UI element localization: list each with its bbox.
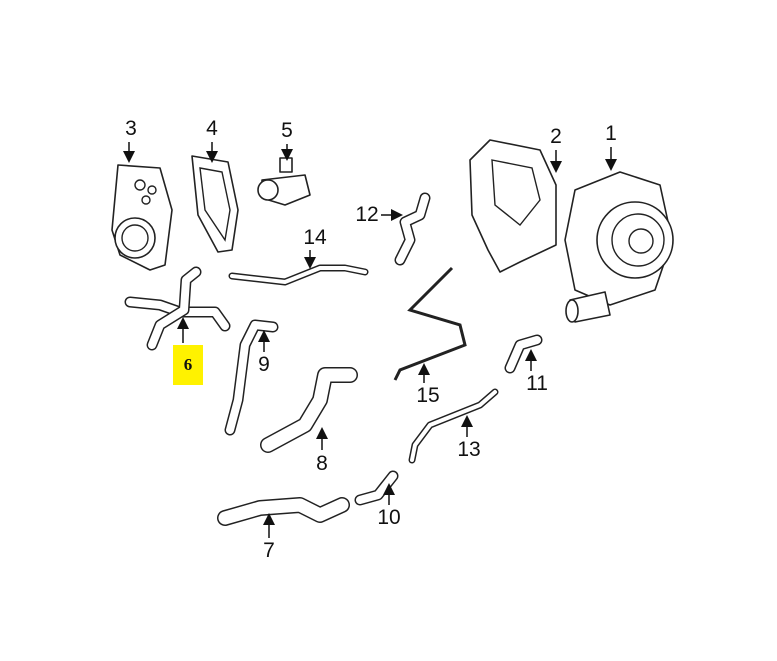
callout-4[interactable]: 4 [206, 117, 218, 140]
callout-10[interactable]: 10 [377, 506, 401, 529]
callout-2[interactable]: 2 [550, 125, 562, 148]
part-11-hose[interactable] [504, 334, 543, 374]
part-15-pipe[interactable] [393, 266, 467, 381]
part-10-hose[interactable] [354, 470, 399, 506]
callout-5[interactable]: 5 [281, 119, 293, 142]
callout-15[interactable]: 15 [416, 384, 440, 407]
part-3-housing[interactable] [111, 164, 173, 271]
part-14-pipe[interactable] [228, 264, 369, 286]
part-1-water-pump[interactable] [564, 171, 674, 323]
part-13-pipe[interactable] [408, 388, 499, 464]
callout-arrows [123, 142, 617, 538]
callout-6-highlight[interactable]: 6 [173, 345, 203, 385]
callout-13[interactable]: 13 [457, 438, 481, 461]
part-7-hose[interactable] [217, 497, 350, 526]
callout-9[interactable]: 9 [258, 353, 270, 376]
part-8-hose[interactable] [260, 367, 358, 453]
callout-14[interactable]: 14 [303, 226, 327, 249]
callout-8[interactable]: 8 [316, 452, 328, 475]
part-5-thermostat[interactable] [257, 157, 311, 206]
callout-11[interactable]: 11 [526, 372, 548, 395]
callout-6: 6 [183, 355, 193, 374]
callout-1[interactable]: 1 [605, 122, 617, 145]
callout-12[interactable]: 12 [355, 203, 379, 226]
part-9-hose[interactable] [224, 319, 279, 436]
part-12-hose[interactable] [394, 192, 431, 266]
callout-3[interactable]: 3 [125, 117, 137, 140]
part-2-cover[interactable] [469, 139, 557, 273]
part-4-gasket[interactable] [191, 155, 239, 253]
callout-7[interactable]: 7 [263, 539, 275, 562]
part-6-y-hose[interactable] [124, 266, 231, 351]
